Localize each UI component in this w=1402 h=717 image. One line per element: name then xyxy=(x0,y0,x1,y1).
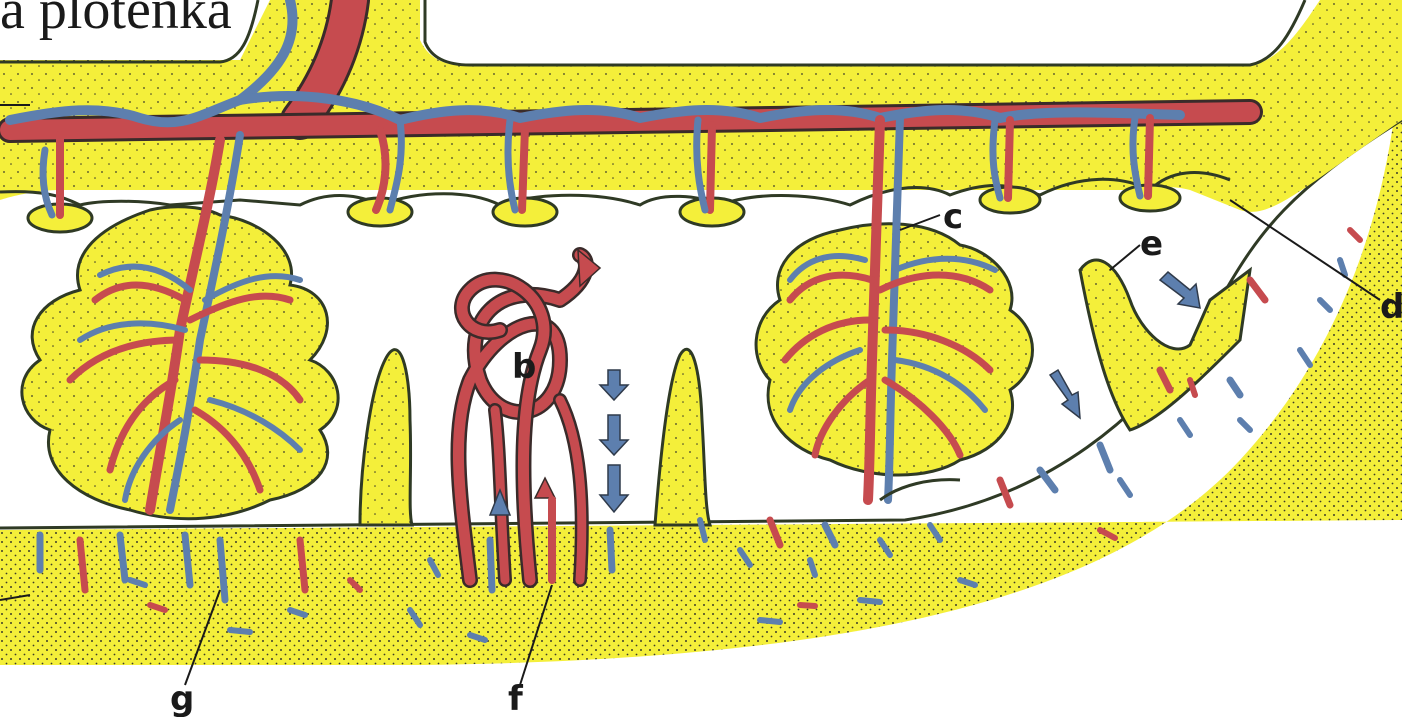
label-d: d xyxy=(1380,287,1402,327)
label-g: g xyxy=(170,679,194,717)
label-c: c xyxy=(943,197,963,237)
label-e: e xyxy=(1140,224,1163,264)
caption-fragment: a plotenka xyxy=(0,0,232,41)
leader-line-e xyxy=(1110,245,1140,270)
villous-tree-left xyxy=(22,135,338,519)
label-f: f xyxy=(508,679,524,717)
label-b: b xyxy=(512,347,536,387)
